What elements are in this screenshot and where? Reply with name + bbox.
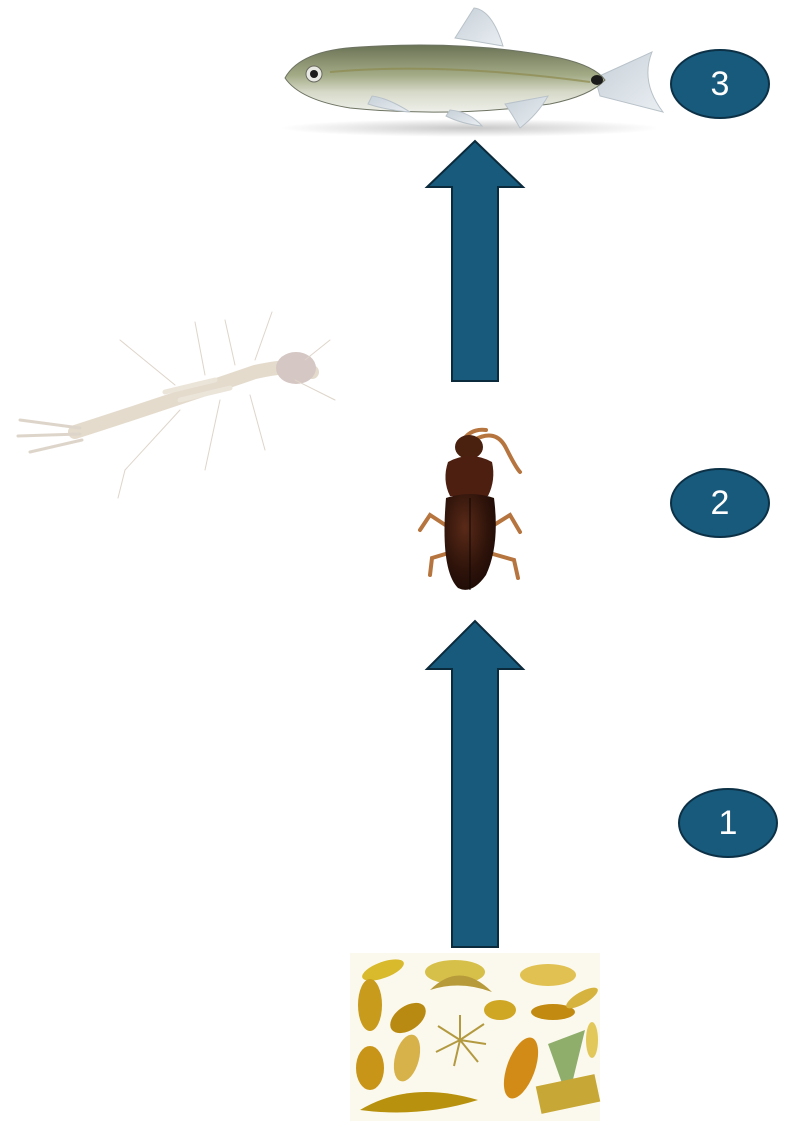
dragonfly-nymph-image bbox=[18, 312, 335, 498]
arrow-up-icon bbox=[427, 141, 523, 381]
arrow-up-icon bbox=[427, 621, 523, 947]
trophic-level-badge: 2 bbox=[670, 468, 770, 538]
beetle-image bbox=[420, 430, 520, 590]
trophic-level-badge: 3 bbox=[670, 49, 770, 119]
diatoms-image bbox=[350, 953, 601, 1121]
fish-image bbox=[280, 8, 663, 137]
trophic-level-badge: 1 bbox=[678, 788, 778, 858]
